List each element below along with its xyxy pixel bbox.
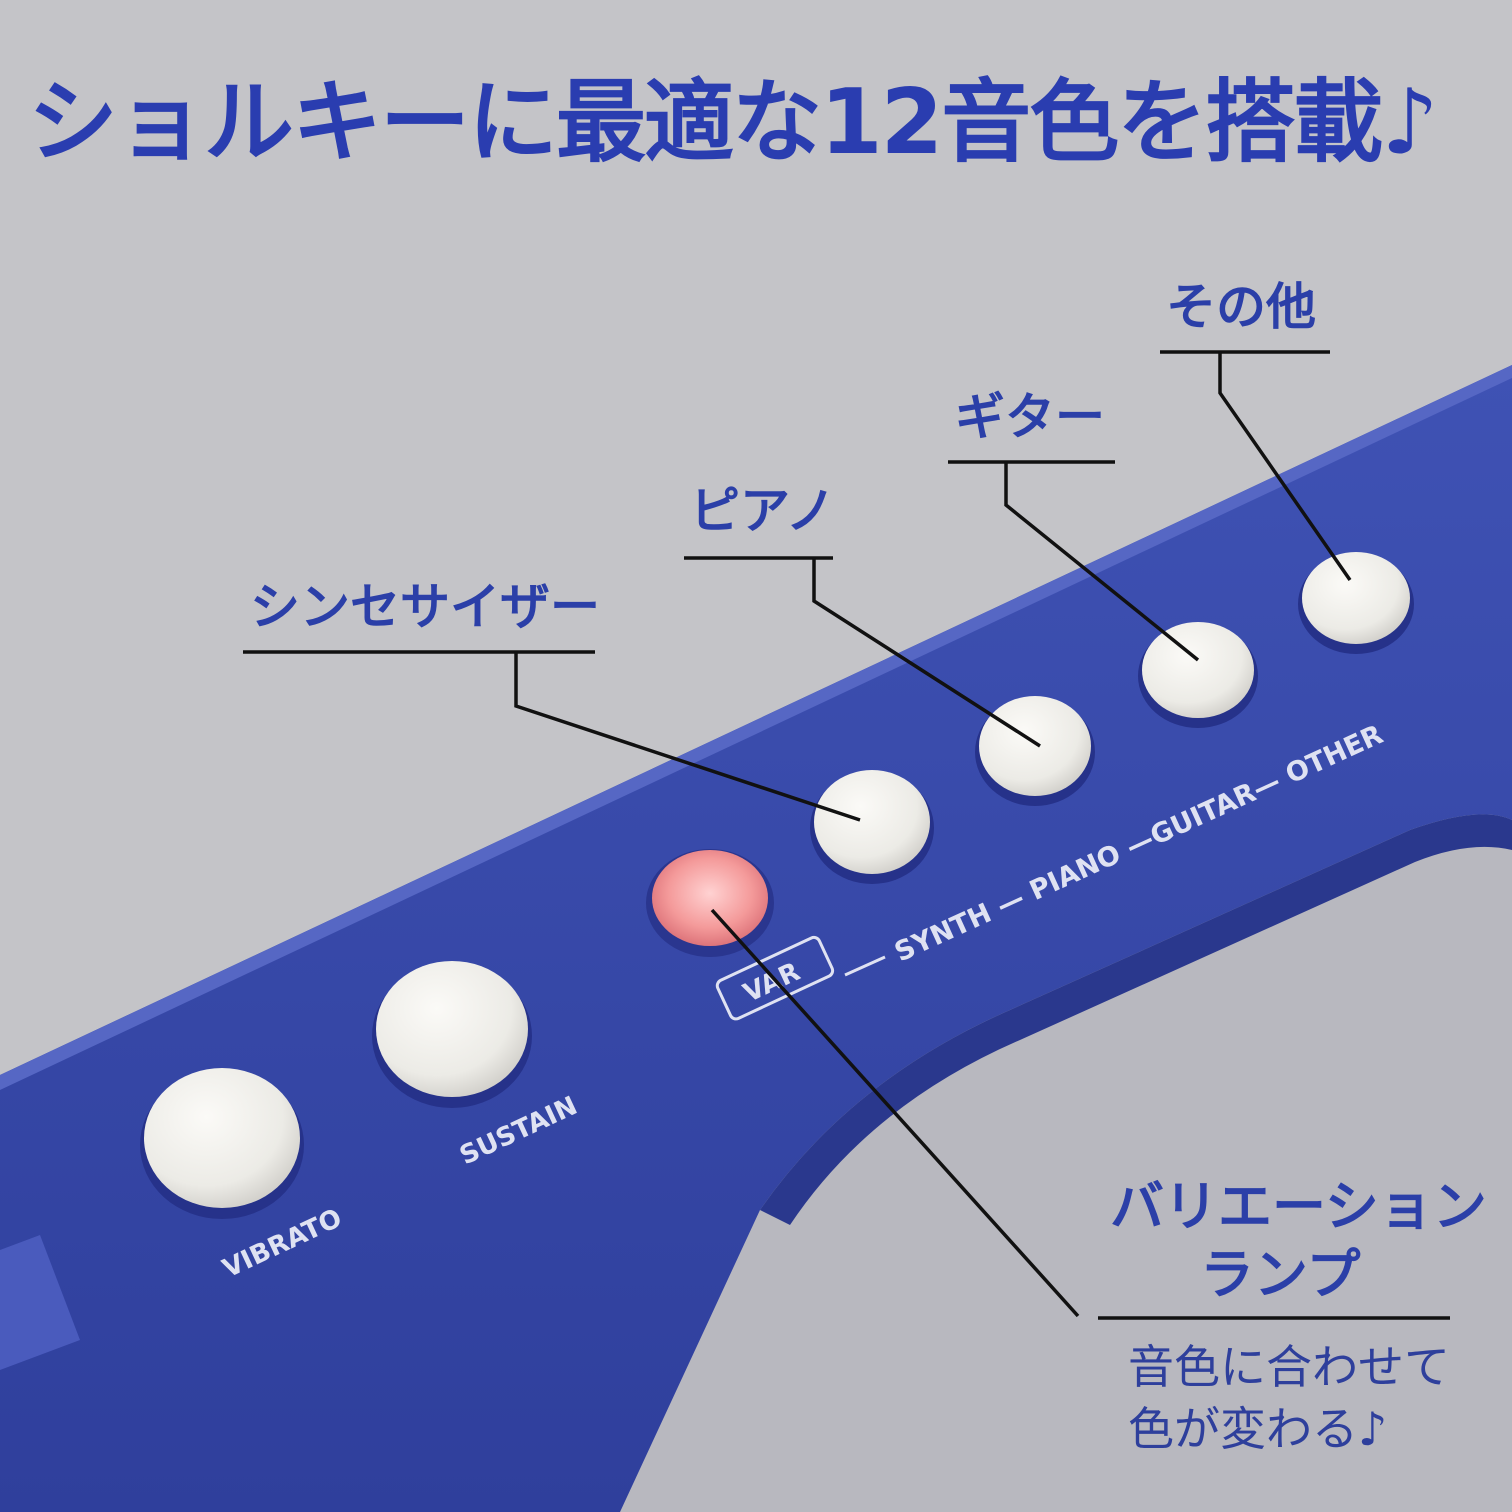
guitar-button[interactable] xyxy=(1138,622,1258,728)
panel-left-rail xyxy=(0,1235,80,1370)
leader-lines xyxy=(243,350,1450,1320)
other-button[interactable] xyxy=(1298,552,1414,654)
headline: ショルキーに最適な12音色を搭載♪ xyxy=(28,70,1439,175)
callout-synth: シンセサイザー xyxy=(250,578,600,636)
grey-recess xyxy=(620,814,1512,1512)
callout-guitar: ギター xyxy=(955,388,1105,446)
panel-edge xyxy=(0,365,1512,1090)
callout-piano: ピアノ xyxy=(690,482,836,540)
callout-variation-lamp-line2: ランプ xyxy=(1200,1243,1361,1306)
callout-other: その他 xyxy=(1166,278,1316,336)
callout-variation-lamp-line1: バリエーション xyxy=(1110,1175,1487,1238)
sustain-button[interactable] xyxy=(372,961,532,1108)
vibrato-button[interactable] xyxy=(140,1068,304,1219)
variation-lamp xyxy=(646,849,774,957)
variation-note-line2: 色が変わる♪ xyxy=(1128,1402,1388,1456)
variation-note-line1: 音色に合わせて xyxy=(1128,1340,1450,1394)
var-badge: VAR xyxy=(715,935,835,1021)
synth-button[interactable] xyxy=(810,770,934,884)
var-connector xyxy=(844,955,886,977)
